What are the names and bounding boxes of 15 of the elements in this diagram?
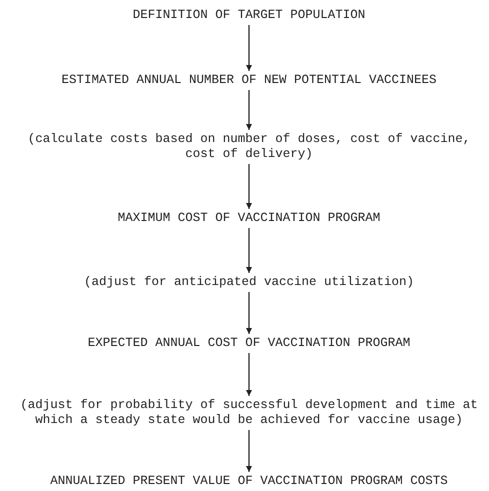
arrow <box>246 90 252 130</box>
step-text: (adjust for anticipated vaccine utilization) <box>69 275 429 290</box>
step-text: ESTIMATED ANNUAL NUMBER OF NEW POTENTIAL VACCINEES <box>39 73 459 88</box>
arrow <box>246 25 252 71</box>
step-text: ANNUALIZED PRESENT VALUE OF VACCINATION PROGRAM COSTS <box>39 474 459 489</box>
arrow <box>246 164 252 209</box>
arrow <box>246 430 252 472</box>
step-text: (calculate costs based on number of doses, cost of vaccine, cost of delivery) <box>23 132 475 162</box>
step-text: (adjust for probability of successful development and time at which a steady state would be achieved for vaccine usage) <box>13 398 485 428</box>
step-text: EXPECTED ANNUAL COST OF VACCINATION PROGRAM <box>69 336 429 351</box>
arrow <box>246 292 252 334</box>
step-text: DEFINITION OF TARGET POPULATION <box>99 8 399 23</box>
step-text: MAXIMUM COST OF VACCINATION PROGRAM <box>99 211 399 226</box>
arrow <box>246 353 252 396</box>
arrow <box>246 228 252 273</box>
